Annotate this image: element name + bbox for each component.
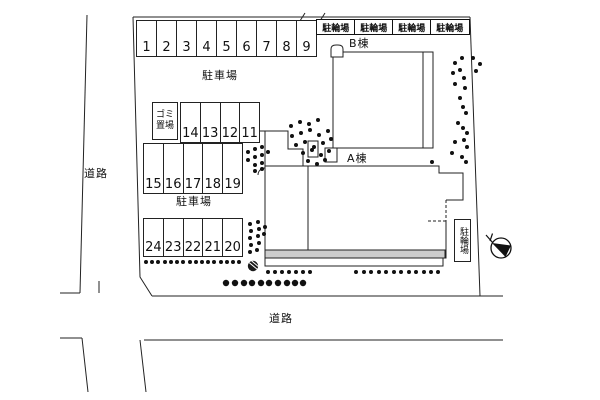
bike-parking-box: 駐輪場 [392,19,432,35]
parking-row-top: 1 2 3 4 5 6 7 8 9 [136,20,317,57]
building-b-outline [324,44,434,163]
parking-row-bottom: 24 23 22 21 20 [143,218,243,257]
planting-dots-left-of-entrance [246,145,270,173]
covered-walkway-dashed [428,200,447,222]
parking-space: 19 [222,144,242,193]
parking-space: 21 [202,219,222,256]
parking-row-mid-lower: 15 16 17 18 19 [143,143,243,194]
north-compass-icon [485,233,512,259]
road-label-left: 道路 [84,167,108,180]
planting-dots-row-under-bottom-parking [144,260,241,264]
parking-space: 12 [219,103,240,142]
parking-lot-label-top: 駐車場 [202,69,238,82]
parking-space: 22 [182,219,203,256]
parking-space: 24 [145,240,162,255]
parking-space-crossed: 9 [296,21,316,56]
parking-space: 13 [199,103,220,142]
parking-space: 23 [162,219,183,256]
building-b-label: B棟 [349,37,370,50]
planting-dots-right-band [430,56,482,164]
parking-space: 3 [176,21,196,56]
parking-space: 6 [236,21,256,56]
parking-space: 20 [222,219,242,256]
building-a-label: A棟 [347,152,368,165]
parking-space: 18 [202,144,222,193]
parking-space: 16 [162,144,183,193]
building-b-entry-tab [330,44,344,58]
hedge-dots-large-row [222,279,307,287]
parking-space-crossed: 8 [276,21,296,56]
planting-dots-center-scatter [289,118,333,166]
parking-lot-label-mid: 駐車場 [176,195,212,208]
road-label-bottom: 道路 [269,312,293,325]
garbage-area-label: ゴミ置場 [155,110,174,131]
parking-space: 17 [182,144,203,193]
building-a-bottom-strip [264,249,446,259]
parking-space: 11 [239,103,259,142]
bike-parking-box: 駐輪場 [430,19,470,35]
ornamental-tree-icon [247,260,259,272]
property-boundary [132,16,481,297]
bike-parking-box: 駐輪場 [316,19,356,35]
door-swing-arc [257,167,266,176]
parking-row-mid-upper: 14 13 12 11 [180,102,260,143]
planting-dots-right-of-bottom-row [248,220,267,254]
bike-parking-box: 駐輪場 [354,19,394,35]
parking-space: 4 [196,21,216,56]
parking-space: 5 [216,21,236,56]
garbage-area-box: ゴミ置場 [152,102,178,140]
bike-parking-row: 駐輪場 駐輪場 駐輪場 駐輪場 [316,19,470,35]
building-a-terrace [264,257,444,267]
building-a-outline [264,165,464,267]
parking-space: 14 [182,126,199,141]
parking-space: 7 [256,21,276,56]
road-lines [60,14,503,393]
parking-space: 1 [142,40,151,55]
parking-space: 15 [145,177,162,192]
parking-space: 2 [156,21,176,56]
planting-dots-under-building-a [266,270,440,274]
bike-parking-box-right: 駐輪場 [454,219,471,262]
